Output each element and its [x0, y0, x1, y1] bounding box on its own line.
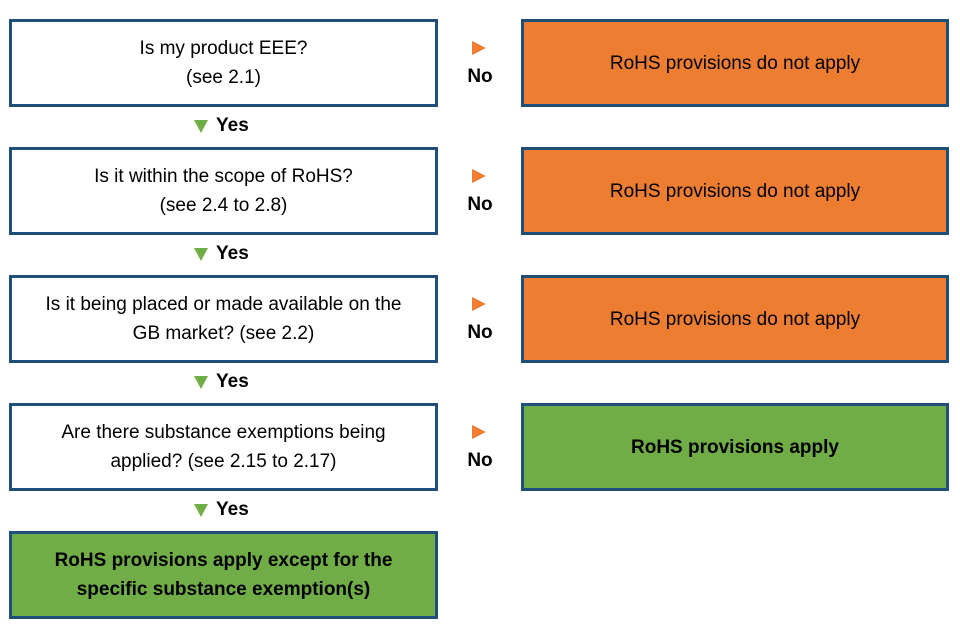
arrow-down-icon	[194, 247, 208, 261]
question-box: Is it within the scope of RoHS? (see 2.4 …	[9, 147, 438, 235]
outcome-box: RoHS provisions do not apply	[521, 275, 949, 363]
yes-connector: Yes	[194, 243, 249, 265]
yes-label: Yes	[216, 115, 249, 136]
yes-connector: Yes	[194, 371, 249, 393]
arrow-right-icon	[472, 297, 486, 311]
final-line-1: RoHS provisions apply except for the	[54, 550, 393, 571]
no-label: No	[467, 322, 493, 343]
question-ref: GB market? (see 2.2)	[132, 323, 315, 344]
outcome-text: RoHS provisions do not apply	[609, 52, 861, 74]
arrow-right-icon	[472, 425, 486, 439]
outcome-text: RoHS provisions do not apply	[609, 308, 861, 330]
no-label: No	[467, 194, 493, 215]
question-text: Is it being placed or made available on …	[45, 294, 402, 315]
outcome-text: RoHS provisions apply	[631, 436, 839, 458]
outcome-box: RoHS provisions do not apply	[521, 19, 949, 107]
question-box: Is it being placed or made available on …	[9, 275, 438, 363]
arrow-down-icon	[194, 375, 208, 389]
question-box: Are there substance exemptions being appl…	[9, 403, 438, 491]
no-label: No	[467, 66, 493, 87]
yes-connector: Yes	[194, 115, 249, 137]
yes-connector: Yes	[194, 499, 249, 521]
arrow-right-icon	[472, 41, 486, 55]
arrow-down-icon	[194, 503, 208, 517]
yes-label: Yes	[216, 371, 249, 392]
outcome-box: RoHS provisions apply	[521, 403, 949, 491]
no-label: No	[467, 450, 493, 471]
question-text: Is it within the scope of RoHS?	[94, 166, 353, 187]
yes-label: Yes	[216, 499, 249, 520]
final-outcome-box: RoHS provisions apply except for the spec…	[9, 531, 438, 619]
outcome-text: RoHS provisions do not apply	[609, 180, 861, 202]
question-ref: (see 2.1)	[186, 67, 261, 88]
question-text: Are there substance exemptions being	[61, 422, 386, 443]
outcome-box: RoHS provisions do not apply	[521, 147, 949, 235]
final-line-2: specific substance exemption(s)	[76, 579, 371, 600]
question-ref: (see 2.4 to 2.8)	[159, 195, 288, 216]
question-ref: applied? (see 2.15 to 2.17)	[110, 451, 337, 472]
question-box: Is my product EEE? (see 2.1)	[9, 19, 438, 107]
yes-label: Yes	[216, 243, 249, 264]
question-text: Is my product EEE?	[139, 38, 308, 59]
arrow-down-icon	[194, 119, 208, 133]
arrow-right-icon	[472, 169, 486, 183]
